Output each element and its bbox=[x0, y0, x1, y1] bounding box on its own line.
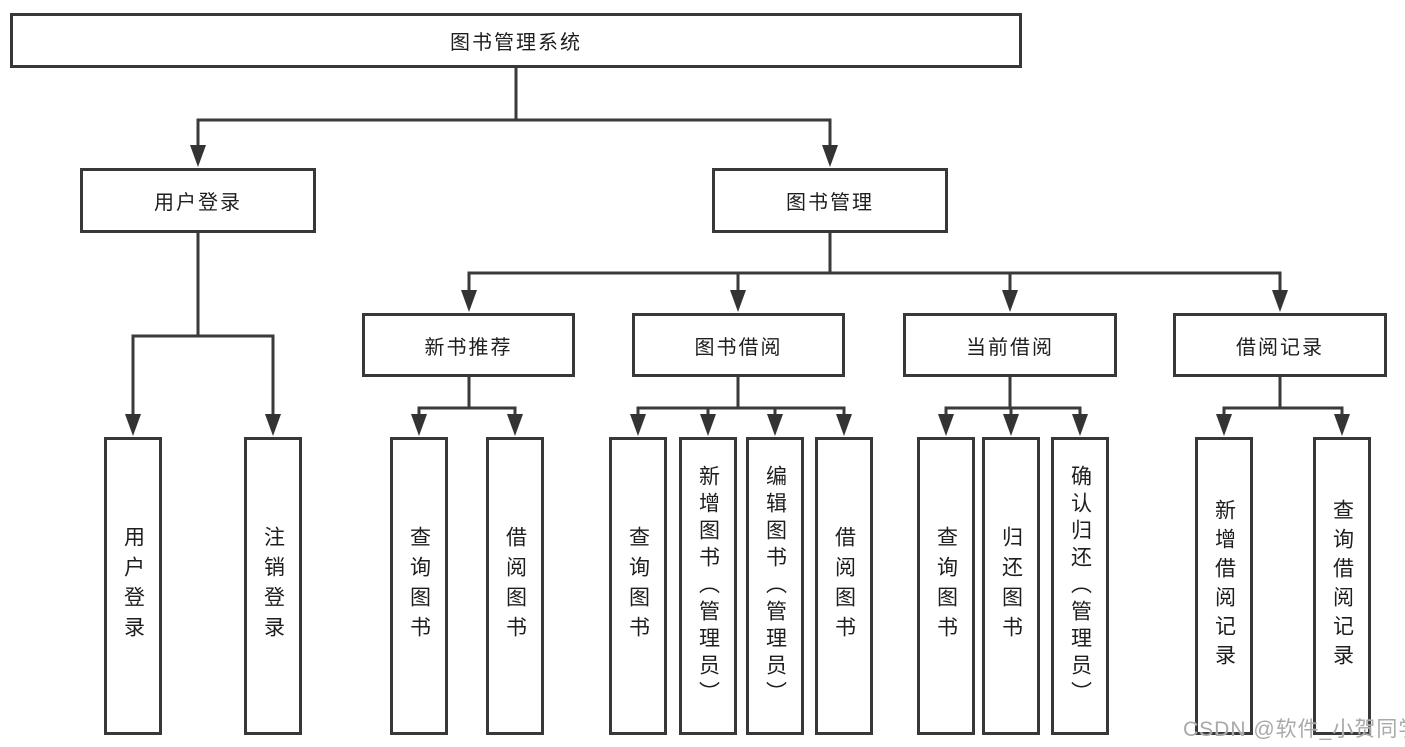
node-label: 用户登录 bbox=[121, 526, 145, 646]
node-label: 归还图书 bbox=[999, 526, 1023, 646]
leaf-add-books-admin: 新增图书（管理员） bbox=[679, 437, 737, 735]
leaf-borrow-books-borrowing: 借阅图书 bbox=[815, 437, 873, 735]
node-book-borrowing: 图书借阅 bbox=[632, 313, 845, 377]
node-label: 图书管理系统 bbox=[450, 32, 582, 54]
node-label: 借阅记录 bbox=[1236, 336, 1324, 359]
node-label: 当前借阅 bbox=[966, 336, 1054, 359]
leaf-query-books-borrowing: 查询图书 bbox=[609, 437, 667, 735]
node-label: 用户登录 bbox=[154, 192, 242, 214]
node-new-book-recommend: 新书推荐 bbox=[362, 313, 575, 377]
node-user-login: 用户登录 bbox=[80, 168, 316, 233]
node-current-borrowing: 当前借阅 bbox=[903, 313, 1117, 377]
leaf-return-books: 归还图书 bbox=[982, 437, 1040, 735]
node-label: 查询图书 bbox=[934, 526, 958, 646]
node-book-management: 图书管理 bbox=[712, 168, 948, 233]
connector-borrowing-records-to-leaves bbox=[1216, 377, 1350, 436]
leaf-confirm-return-admin: 确认归还（管理员） bbox=[1051, 437, 1109, 735]
node-label: 图书管理 bbox=[786, 192, 874, 214]
leaf-query-books-recommend: 查询图书 bbox=[390, 437, 448, 735]
connector-user-login-to-leaves bbox=[125, 233, 281, 436]
leaf-edit-books-admin: 编辑图书（管理员） bbox=[746, 437, 804, 735]
connector-book-borrowing-to-leaves bbox=[630, 377, 852, 436]
leaf-query-books-current: 查询图书 bbox=[917, 437, 975, 735]
node-label: 图书借阅 bbox=[694, 336, 783, 359]
leaf-add-borrow-record: 新增借阅记录 bbox=[1195, 437, 1253, 735]
leaf-query-borrow-record: 查询借阅记录 bbox=[1313, 437, 1371, 735]
csdn-watermark: CSDN @软件_小贺同学 bbox=[1183, 718, 1405, 741]
node-label: 注销登录 bbox=[261, 526, 285, 646]
node-label: 编辑图书（管理员） bbox=[763, 464, 787, 708]
node-label: 查询图书 bbox=[626, 526, 650, 646]
connector-new-book-recommend-to-leaves bbox=[411, 377, 523, 436]
leaf-user-login: 用户登录 bbox=[104, 437, 162, 735]
leaf-logout: 注销登录 bbox=[244, 437, 302, 735]
node-label: 查询图书 bbox=[407, 526, 431, 646]
connector-current-borrowing-to-leaves bbox=[938, 377, 1088, 436]
connector-root-to-level2 bbox=[190, 68, 838, 167]
node-borrowing-records: 借阅记录 bbox=[1173, 313, 1387, 377]
node-label: 新书推荐 bbox=[424, 336, 513, 359]
node-book-management-system: 图书管理系统 bbox=[10, 13, 1022, 68]
node-label: 借阅图书 bbox=[832, 526, 856, 646]
leaf-borrow-books-recommend: 借阅图书 bbox=[486, 437, 544, 735]
node-label: 新增借阅记录 bbox=[1212, 499, 1236, 673]
connector-book-management-to-level3 bbox=[461, 233, 1288, 312]
node-label: 新增图书（管理员） bbox=[696, 464, 720, 708]
node-label: 查询借阅记录 bbox=[1330, 499, 1354, 673]
node-label: 借阅图书 bbox=[503, 526, 527, 646]
node-label: 确认归还（管理员） bbox=[1068, 464, 1092, 708]
